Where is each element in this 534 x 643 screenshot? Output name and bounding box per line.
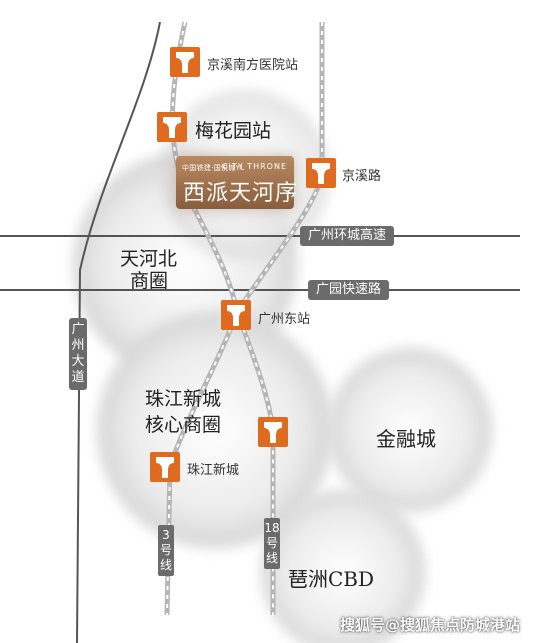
watermark: 搜狐号@搜狐焦点防城港站 — [339, 616, 520, 634]
line-18-tag: 18号线 — [264, 518, 280, 569]
district-circle-finance — [328, 348, 492, 512]
metro-icon — [221, 300, 251, 330]
station-zhujiang-new-town: 珠江新城 — [187, 463, 240, 478]
metro-icon — [170, 47, 200, 77]
line-3-tag: 3号线 — [158, 525, 174, 576]
station-meihuayuan: 梅花园站 — [195, 120, 272, 142]
district-pazhou: 琶洲CBD — [288, 567, 375, 591]
project-developer: 中国铁建·国悦城YL — [182, 164, 245, 172]
district-finance-city: 金融城 — [376, 427, 436, 451]
district-zhujiang-core-2: 核心商圈 — [145, 414, 222, 436]
station-guangzhou-east: 广州东站 — [258, 312, 311, 327]
guangzhou-avenue-road — [76, 21, 161, 643]
district-circle-pazhou — [261, 490, 425, 643]
project-city-throne: CITY THRONE — [221, 162, 287, 171]
project-name: 西派天河序 — [183, 181, 299, 206]
station-nanfang: 京溪南方医院站 — [207, 58, 299, 73]
district-tianhe-north-1: 天河北 — [120, 248, 178, 270]
station-jingxilu: 京溪路 — [342, 169, 382, 184]
road-ring-expressway: 广州环城高速 — [300, 226, 395, 246]
road-guangzhou-avenue: 广州大道 — [69, 318, 87, 390]
district-zhujiang-core-1: 珠江新城 — [145, 388, 222, 410]
metro-icon — [258, 417, 288, 447]
project-badge: 中国铁建·国悦城YL CITY THRONE 西派天河序 — [176, 156, 297, 209]
district-tianhe-north-2: 商圈 — [130, 270, 169, 292]
metro-icon — [306, 158, 336, 188]
road-guangyuan: 广园快速路 — [308, 280, 390, 300]
metro-icon — [150, 452, 180, 482]
metro-icon — [157, 112, 187, 142]
